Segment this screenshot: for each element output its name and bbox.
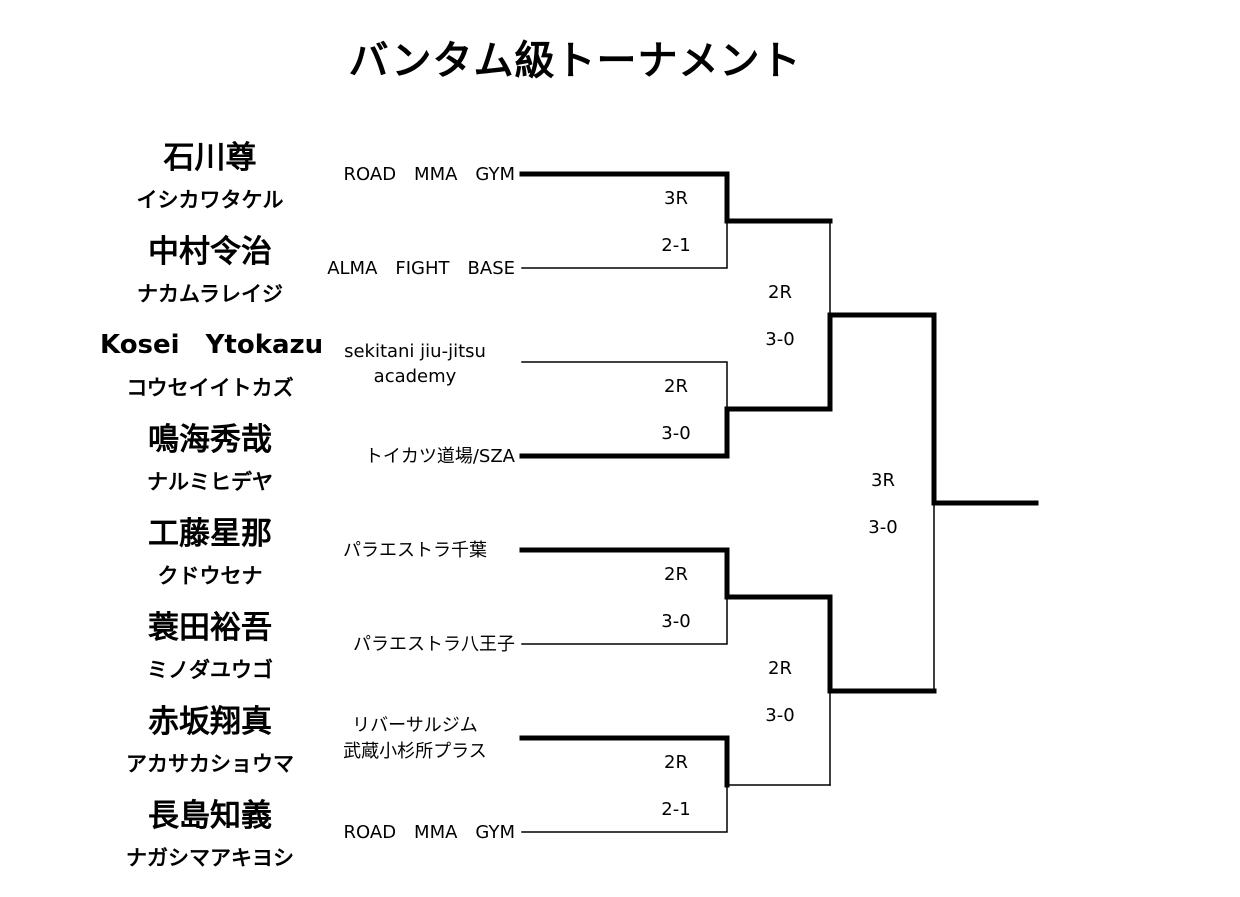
match-score: 3-0 [661, 611, 691, 632]
bracket-line-winner [827, 594, 937, 694]
bracket-line-winner [827, 312, 937, 412]
bracket-line [521, 220, 728, 269]
fighter-kana: ナガシマアキヨシ [126, 846, 294, 870]
bracket-line-winner [931, 312, 1039, 506]
bracket-line [521, 361, 728, 410]
fighter-name: 石川尊 [163, 140, 257, 176]
fighter-kana: コウセイイトカズ [126, 376, 294, 400]
bracket-line-winner [519, 735, 730, 788]
fighter-gym: academy [373, 366, 457, 387]
fighter-kana: ナルミヒデヤ [147, 470, 273, 494]
bracket-line-winner [519, 171, 833, 224]
fighter-kana: クドウセナ [157, 564, 263, 588]
match-round: 3R [664, 188, 688, 209]
fighter-name: 赤坂翔真 [148, 704, 272, 740]
fighter-name: 蓑田裕吾 [148, 610, 272, 646]
match-round: 2R [768, 658, 792, 679]
fighter-name: 鳴海秀哉 [148, 422, 272, 458]
match-score: 2-1 [661, 799, 691, 820]
fighter-gym: ALMA FIGHT BASE [327, 258, 515, 279]
fighter-gym: パラエストラ千葉 [343, 540, 487, 561]
match-round: 2R [664, 376, 688, 397]
match-score: 3-0 [765, 329, 795, 350]
match-score: 3-0 [661, 423, 691, 444]
fighter-name: 工藤星那 [148, 516, 272, 552]
fighter-gym: ROAD MMA GYM [343, 822, 515, 843]
bracket-line [521, 596, 728, 645]
match-score: 3-0 [765, 705, 795, 726]
fighter-gym: 武蔵小杉所プラス [343, 741, 487, 762]
fighter-gym: sekitani jiu-jitsu [344, 341, 486, 362]
fighter-gym: トイカツ道場/SZA [364, 446, 515, 467]
fighter-gym: ROAD MMA GYM [343, 164, 515, 185]
match-score: 3-0 [868, 517, 898, 538]
match-round: 3R [871, 470, 895, 491]
bracket-line-winner [519, 547, 833, 600]
match-score: 2-1 [661, 235, 691, 256]
fighter-name: 長島知義 [148, 798, 272, 834]
match-round: 2R [768, 282, 792, 303]
fighter-kana: ナカムラレイジ [137, 282, 283, 306]
fighter-name: 中村令治 [148, 234, 272, 270]
fighter-kana: イシカワタケル [136, 188, 284, 212]
fighter-kana: アカサカショウマ [126, 752, 294, 776]
page-title: バンタム級トーナメント [348, 38, 802, 84]
fighter-gym: パラエストラ八王子 [353, 634, 515, 655]
fighter-name: Kosei Ytokazu [100, 330, 324, 360]
match-round: 2R [664, 564, 688, 585]
fighter-kana: ミノダユウゴ [147, 658, 273, 682]
fighter-gym: リバーサルジム [352, 715, 478, 736]
bracket-line [521, 784, 831, 833]
bracket-line-winner [519, 406, 833, 459]
match-round: 2R [664, 752, 688, 773]
